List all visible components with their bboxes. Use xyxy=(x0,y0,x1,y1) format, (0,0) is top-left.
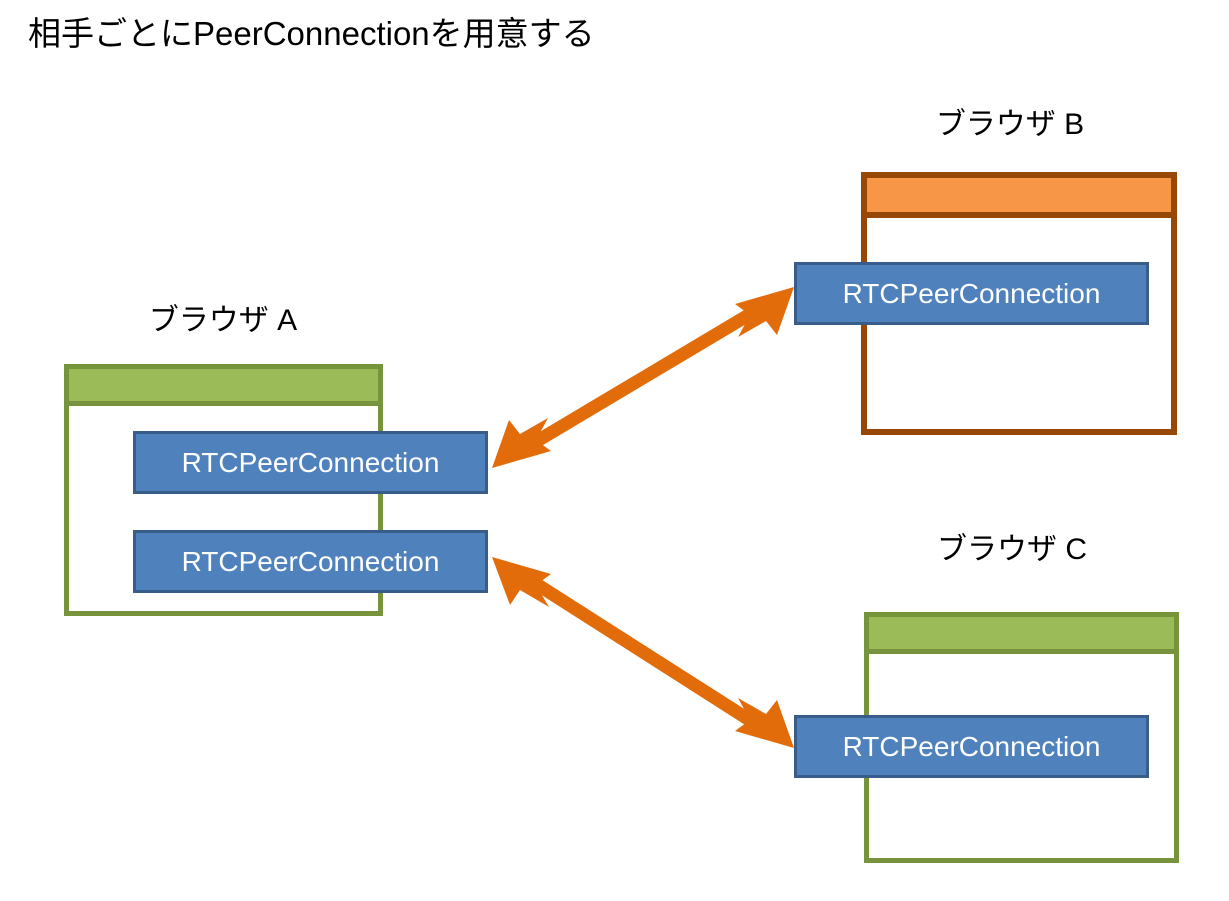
browser-a-peerconnection-2[interactable]: RTCPeerConnection xyxy=(133,530,488,593)
browser-b-peerconnection-1[interactable]: RTCPeerConnection xyxy=(794,262,1149,325)
peerconnection-label: RTCPeerConnection xyxy=(181,446,440,478)
browser-c-peerconnection-1[interactable]: RTCPeerConnection xyxy=(794,715,1149,778)
connection-arrow-a-c xyxy=(492,557,794,748)
browser-c-caption: ブラウザ C xyxy=(937,533,1087,566)
browser-a-caption: ブラウザ A xyxy=(148,304,298,337)
browser-b-titlebar xyxy=(867,178,1171,218)
connection-arrow-a-b xyxy=(492,287,794,468)
peerconnection-label: RTCPeerConnection xyxy=(181,545,440,577)
browser-a-titlebar xyxy=(69,369,378,406)
peerconnection-label: RTCPeerConnection xyxy=(842,277,1101,309)
peerconnection-label: RTCPeerConnection xyxy=(842,730,1101,762)
browser-a-peerconnection-1[interactable]: RTCPeerConnection xyxy=(133,431,488,494)
browser-c-titlebar xyxy=(869,617,1174,654)
browser-b-caption: ブラウザ B xyxy=(935,108,1085,141)
page-title: 相手ごとにPeerConnectionを用意する xyxy=(28,15,595,52)
